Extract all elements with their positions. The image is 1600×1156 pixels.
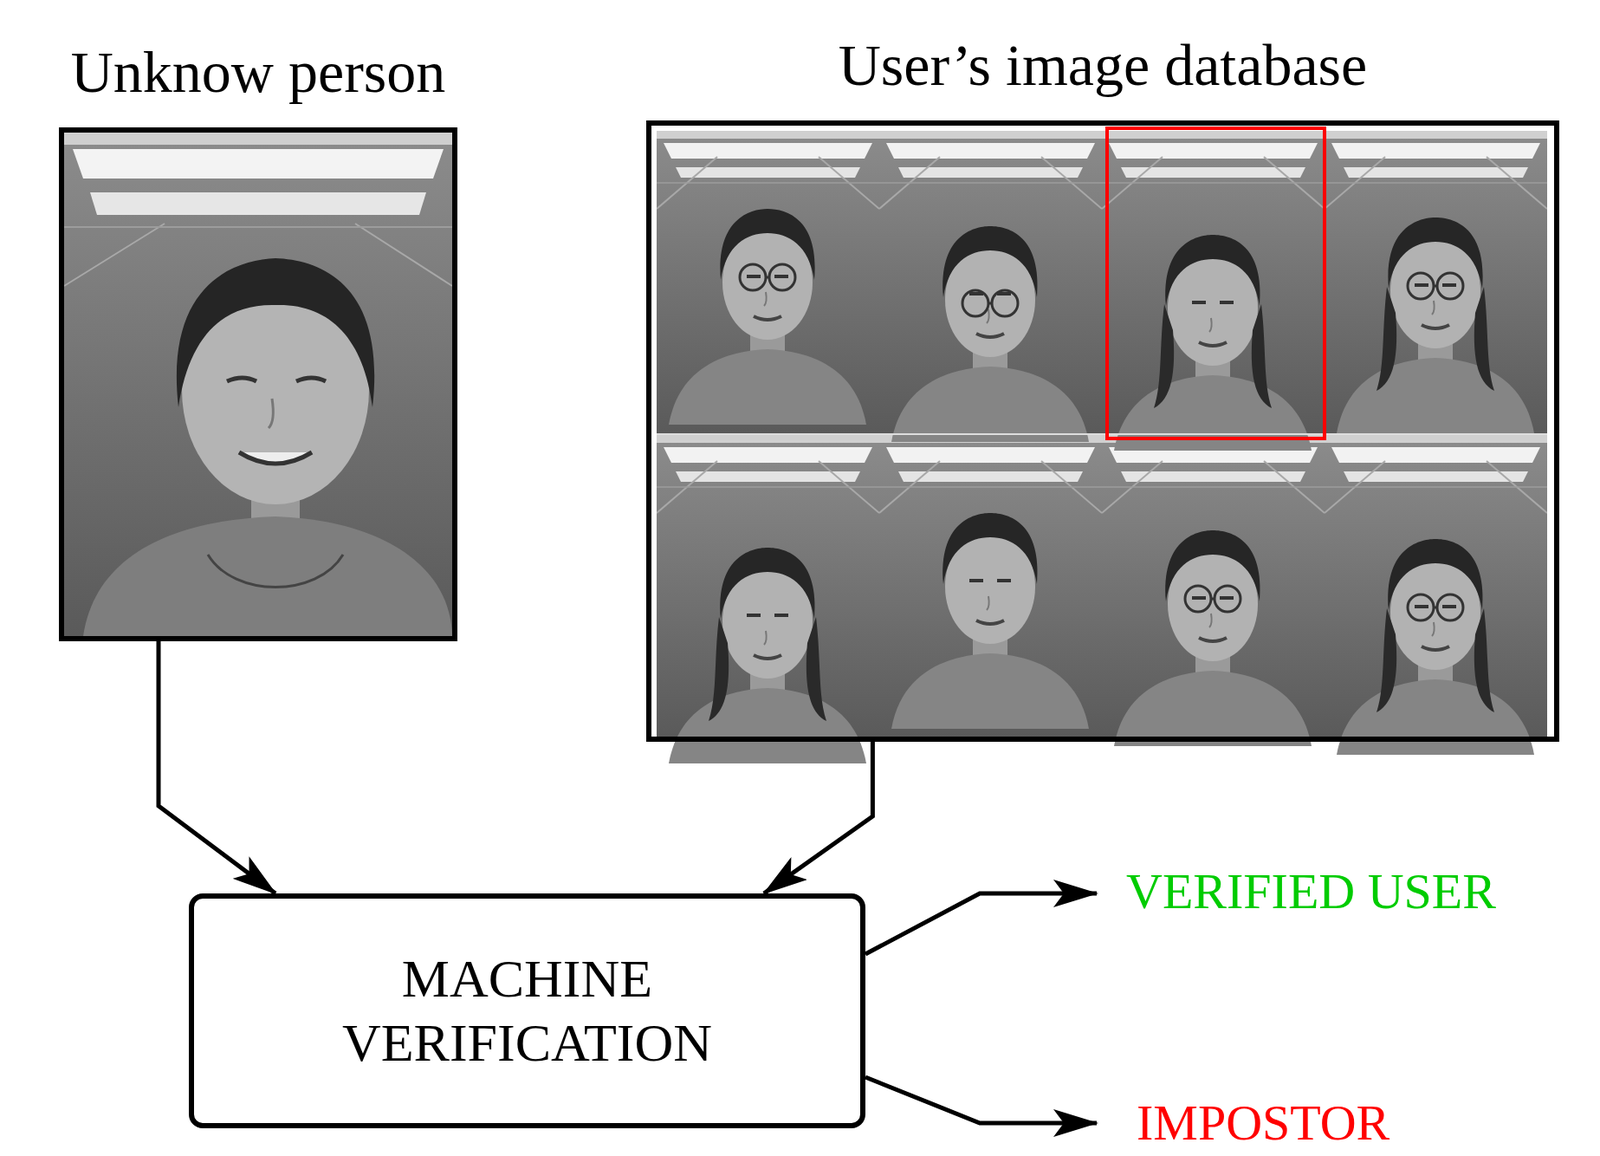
- result-arrow: [865, 1076, 1097, 1123]
- result-label: VERIFIED USER: [1126, 866, 1497, 917]
- match-highlight: [1107, 128, 1325, 439]
- photo-frame: Unknow person: [58, 127, 458, 642]
- box-heading: User’s image database: [838, 34, 1368, 97]
- result-label: IMPOSTOR: [1136, 1097, 1390, 1148]
- result-arrow: [865, 893, 1097, 954]
- flow-arrow: [158, 641, 276, 894]
- database-photo-grid: [656, 128, 1548, 764]
- flow-arrow: [764, 741, 874, 894]
- box-text: MACHINE VERIFICATION: [285, 946, 771, 1074]
- box-heading: Unknow person: [71, 41, 447, 104]
- unknown-person-photo: [64, 132, 453, 636]
- process-box: MACHINE VERIFICATION: [188, 893, 866, 1128]
- database-frame: User’s image database: [646, 120, 1560, 742]
